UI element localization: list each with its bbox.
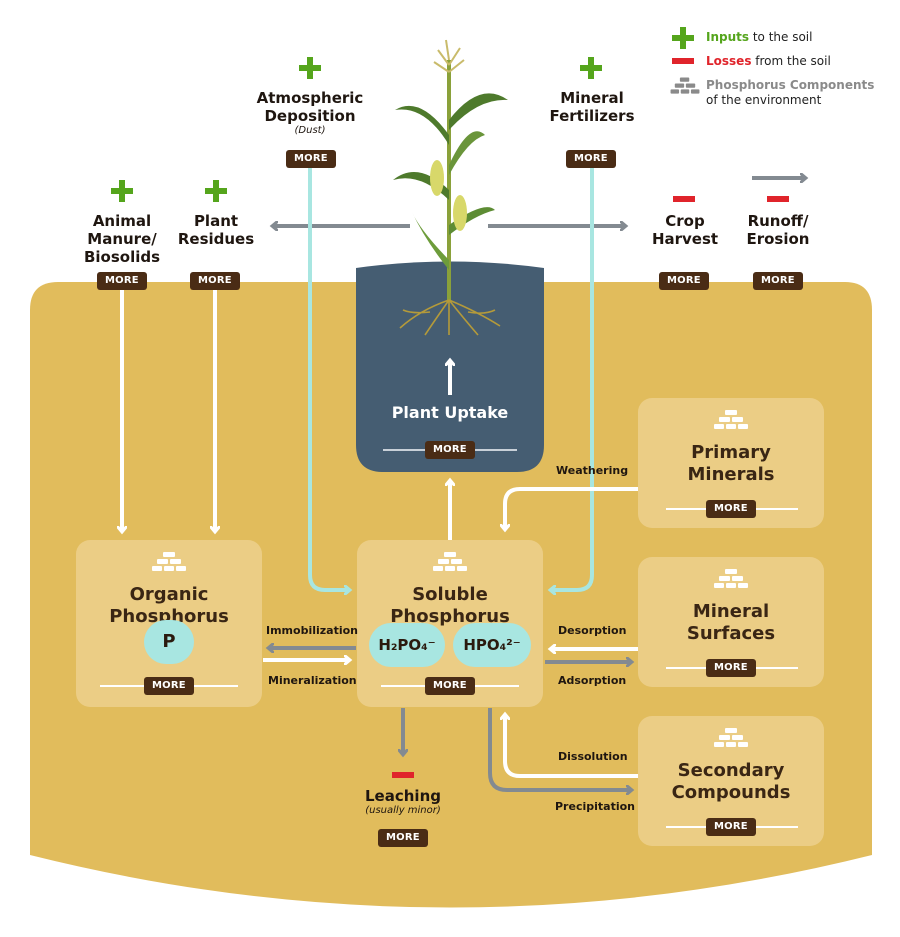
dissolution-label: Dissolution [558,750,628,763]
secondary-more-button[interactable]: MORE [706,818,756,836]
bricks-icon [714,728,748,748]
bricks-icon [152,552,186,572]
leaching-more-button[interactable]: MORE [378,829,428,847]
runoff-erosion-label: Runoff/ Erosion [746,212,810,248]
primary-minerals-box: Primary Minerals MORE [638,398,824,528]
atmospheric-more-button[interactable]: MORE [286,150,336,168]
crop-harvest-more-button[interactable]: MORE [659,272,709,290]
surfaces-more-button[interactable]: MORE [706,659,756,677]
legend-losses: Losses from the soil [706,54,831,68]
plus-icon [299,57,321,79]
fertilizers-more-button[interactable]: MORE [566,150,616,168]
organic-p-symbol: P [144,620,194,664]
legend-plus-icon [672,27,694,49]
arrow-fertilizer-to-soluble [550,168,594,590]
ion-hpo4: HPO₄²⁻ [453,623,531,667]
corn-plant-illustration [393,39,508,336]
adsorption-label: Adsorption [558,674,627,687]
leaching-label: Leaching (usually minor) [365,787,441,816]
mineral-fertilizers-label: Mineral Fertilizers [549,89,635,125]
legend-inputs: Inputs to the soil [706,30,813,44]
soluble-phosphorus-box: Soluble Phosphorus H₂PO₄⁻ HPO₄²⁻ MORE [357,540,543,707]
desorption-label: Desorption [558,624,627,637]
immobilization-label: Immobilization [266,624,359,637]
legend-minus-icon [672,58,694,64]
residues-more-button[interactable]: MORE [190,272,240,290]
surfaces-title: Mineral Surfaces [686,601,776,644]
atmospheric-deposition-label: Atmospheric Deposition (Dust) [256,89,364,136]
manure-more-button[interactable]: MORE [97,272,147,290]
runoff-more-button[interactable]: MORE [753,272,803,290]
plant-uptake-more-button[interactable]: MORE [425,441,475,459]
primary-more-button[interactable]: MORE [706,500,756,518]
arrow-atmospheric-to-soluble [308,168,350,590]
minus-icon [392,772,414,778]
ion-h2po4: H₂PO₄⁻ [369,623,445,667]
primary-title: Primary Minerals [687,442,775,485]
arrow-precipitation [488,708,632,790]
plant-uptake-title: Plant Uptake [391,403,509,422]
bricks-icon [433,552,467,572]
legend-bricks-icon [670,77,700,95]
soluble-more-button[interactable]: MORE [425,677,475,695]
bricks-icon [714,569,748,589]
soluble-title: Soluble Phosphorus [390,584,510,627]
arrow-weathering [505,487,638,530]
plus-icon [580,57,602,79]
animal-manure-label: Animal Manure/ Biosolids [83,212,161,266]
precipitation-label: Precipitation [555,800,635,813]
bricks-icon [714,410,748,430]
plus-icon [111,180,133,202]
organic-phosphorus-box: Organic Phosphorus P MORE [76,540,262,707]
plus-icon [205,180,227,202]
weathering-label: Weathering [556,464,629,477]
minus-icon [767,196,789,202]
organic-title: Organic Phosphorus [109,584,229,627]
minus-icon [673,196,695,202]
secondary-compounds-box: Secondary Compounds MORE [638,716,824,846]
crop-harvest-label: Crop Harvest [651,212,719,248]
mineral-surfaces-box: Mineral Surfaces MORE [638,557,824,687]
organic-more-button[interactable]: MORE [144,677,194,695]
secondary-title: Secondary Compounds [671,760,791,803]
plant-residues-label: Plant Residues [177,212,255,248]
arrow-dissolution [505,714,638,778]
legend-components: Phosphorus Components of the environment [706,78,875,107]
mineralization-label: Mineralization [268,674,357,687]
